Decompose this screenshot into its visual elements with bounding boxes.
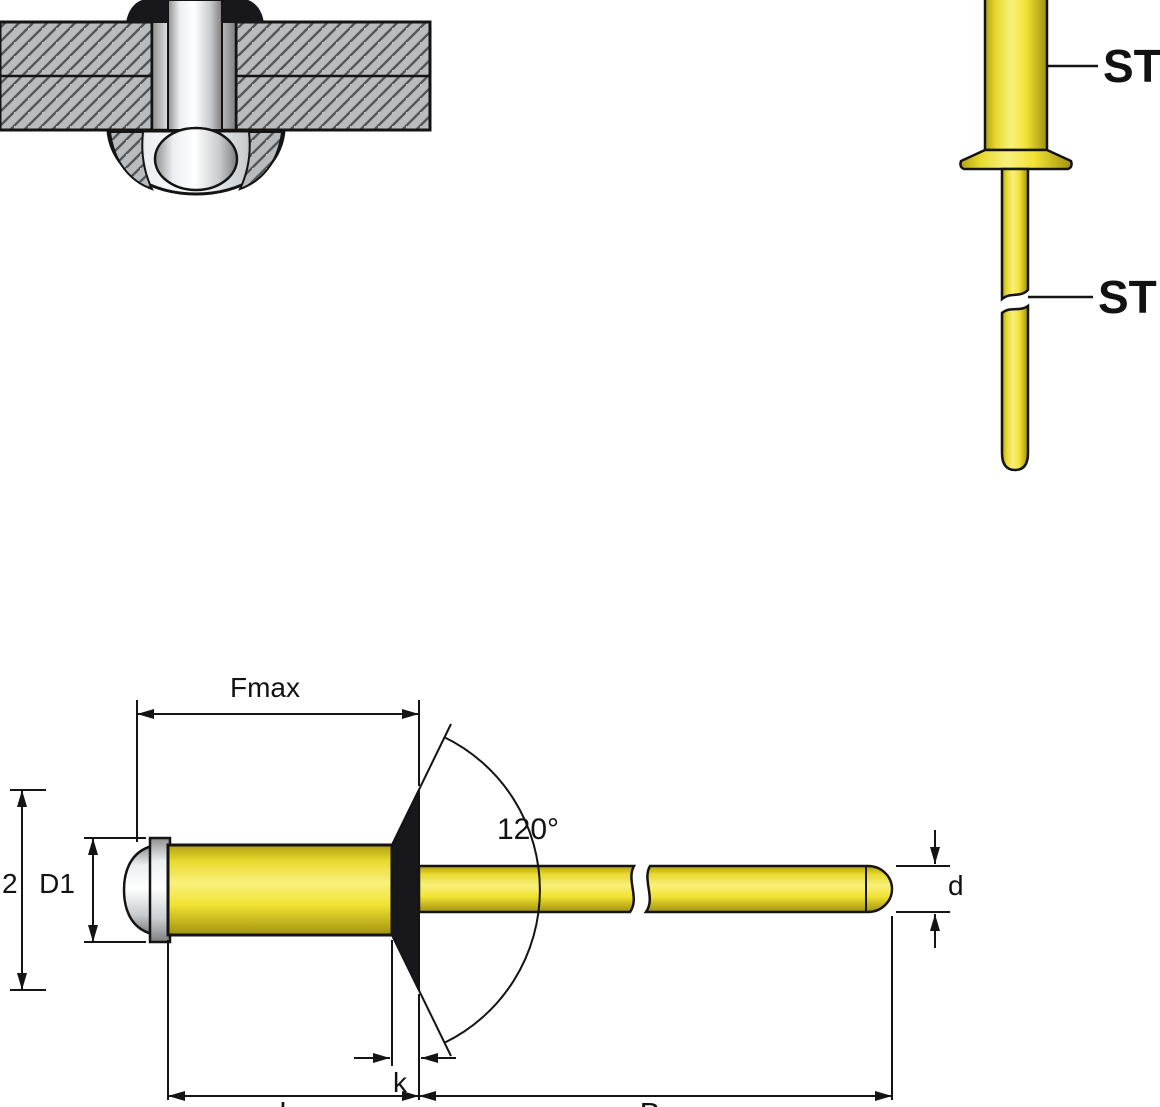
rivet-product-view: ST ST — [959, 0, 1160, 472]
angle-arc — [443, 736, 541, 1044]
head-section-right — [222, 0, 264, 23]
rivet-dimension-drawing: 120° — [2, 672, 964, 1107]
mandrel-segment-left — [417, 864, 637, 914]
rivet-flange — [959, 148, 1073, 171]
mandrel-segment-right — [643, 864, 894, 914]
angle-label: 120° — [497, 813, 559, 846]
extension-lines — [10, 700, 950, 1100]
clamped-plates — [0, 20, 432, 132]
d2-label-partial: 2 — [2, 868, 18, 899]
countersunk-head — [391, 789, 420, 991]
bulge-hatch-right — [238, 131, 284, 191]
mandrel-lower — [1000, 303, 1030, 472]
mandrel-head-dome — [153, 126, 239, 192]
rivet-body — [166, 843, 394, 937]
material-callouts: ST ST — [1028, 40, 1160, 323]
countersink-angle: 120° — [391, 723, 559, 1057]
rivet-horizontal — [122, 789, 894, 991]
head-section-left — [126, 0, 168, 23]
bulge-hatch-left — [108, 131, 154, 191]
blind-side-bulge — [106, 126, 286, 196]
dimension-lines — [17, 709, 940, 1101]
d-label: d — [948, 870, 964, 901]
body-material-label: ST — [1103, 40, 1160, 92]
mandrel-material-label: ST — [1098, 271, 1157, 323]
dimension-labels: Fmax D1 2 d k l B — [2, 672, 964, 1107]
k-label: k — [393, 1067, 408, 1098]
angle-leg-lower — [391, 934, 452, 1057]
mandrel-upper — [1000, 167, 1030, 302]
rivet-mandrel-core — [167, 0, 223, 131]
mandrel-head-dome-left — [122, 844, 154, 936]
d1-label: D1 — [39, 868, 75, 899]
rivet-body — [983, 0, 1049, 152]
angle-leg-upper — [391, 723, 452, 846]
rivet-vertical — [959, 0, 1073, 472]
installed-rivet-section — [0, 0, 432, 196]
fmax-label: Fmax — [230, 672, 300, 703]
rivet-head-section — [126, 0, 264, 23]
length-label-partial: l — [280, 1096, 287, 1107]
mandrel-label-partial: B — [640, 1096, 661, 1107]
